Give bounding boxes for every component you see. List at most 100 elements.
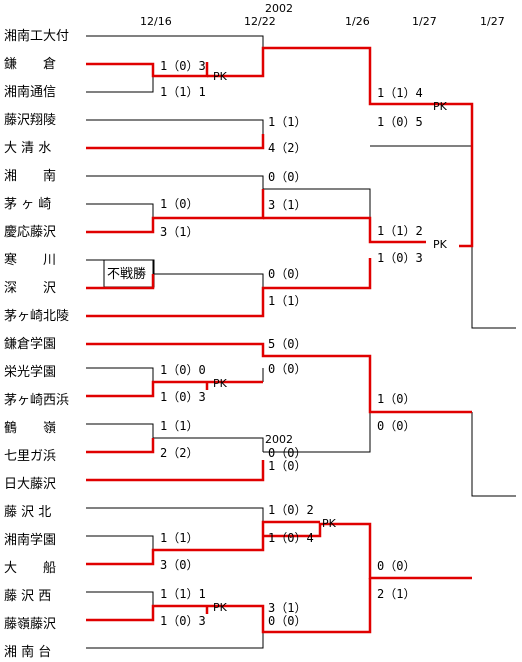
team-name: 茅ヶ崎西浜	[4, 393, 69, 408]
score-label: 1（0）3	[160, 390, 206, 404]
pk-label: PK	[213, 377, 228, 390]
score-label: 2（2）	[160, 446, 198, 460]
team-name: 大 船	[4, 561, 56, 576]
team-name: 栄光学園	[4, 364, 56, 380]
bracket-lines-win	[86, 46, 474, 634]
pk-label: PK	[213, 601, 228, 614]
team-list: 湘南工大付 鎌 倉 湘南通信 藤沢翔陵 大 清 水 湘 南 茅 ヶ 崎 慶応藤沢…	[4, 28, 69, 660]
team-name: 鎌 倉	[4, 57, 56, 72]
bracket-line	[86, 507, 264, 522]
score-label: 1（0）3	[160, 59, 206, 73]
pk-label: PK	[433, 100, 448, 113]
bracket-line	[153, 437, 264, 452]
score-label: 1（0）	[268, 459, 306, 473]
score-label: 1（1）2	[377, 224, 423, 238]
team-name: 湘 南	[4, 168, 56, 184]
winner-line	[86, 274, 155, 290]
team-name: 藤 沢 西	[4, 589, 51, 604]
winner-line	[263, 216, 426, 244]
bracket-line	[153, 273, 264, 288]
score-label: 3（1）	[268, 198, 306, 212]
score-label: 1（0）3	[377, 251, 423, 265]
winner-line	[86, 258, 372, 318]
winner-line	[86, 460, 265, 482]
bracket-line	[471, 412, 516, 497]
team-name: 七里ガ浜	[4, 449, 56, 464]
bracket-line	[370, 145, 473, 160]
score-label: 1（0）	[377, 392, 415, 406]
bracket-line	[86, 423, 154, 438]
team-name: 藤 沢 北	[4, 505, 51, 520]
score-label: 4（2）	[268, 141, 306, 155]
bracket-line	[86, 35, 264, 48]
score-label: 1（1）	[160, 531, 198, 545]
team-name: 日大藤沢	[4, 477, 56, 492]
bracket-line	[86, 119, 264, 134]
team-name: 寒 川	[4, 252, 56, 268]
pk-label: PK	[213, 70, 228, 83]
bracket-line	[86, 175, 264, 189]
pk-label: PK	[322, 517, 337, 530]
winner-line	[86, 342, 472, 414]
score-label: 1（0）0	[160, 363, 206, 377]
winner-line	[86, 520, 320, 566]
team-name: 藤嶺藤沢	[4, 617, 56, 632]
score-label: 0（0）	[268, 267, 306, 281]
team-name: 大 清 水	[4, 141, 51, 156]
walkover-label: 不戦勝	[107, 267, 146, 282]
score-label: 1（0）4	[268, 531, 314, 545]
header-year-top: 2002	[265, 2, 293, 15]
winner-line	[86, 62, 209, 78]
score-label: 1（1）4	[377, 86, 423, 100]
team-name: 湘南学園	[4, 532, 56, 548]
score-label: 0（0）	[268, 614, 306, 628]
team-name: 湘 南 台	[4, 644, 51, 660]
team-name: 茅 ヶ 崎	[4, 197, 51, 212]
winner-line	[86, 134, 265, 150]
bracket-line	[263, 188, 371, 230]
bracket-line	[86, 76, 154, 93]
bracket-line	[471, 160, 516, 329]
score-label: 1（1）1	[160, 587, 206, 601]
header-date-r4: 1/27	[412, 15, 437, 28]
bracket-line	[263, 47, 371, 92]
bracket-line	[86, 367, 154, 382]
score-label: 1（1）	[268, 294, 306, 308]
team-name: 湘南通信	[4, 84, 56, 100]
bracket-line	[263, 412, 371, 453]
team-name: 茅ヶ崎北陵	[4, 309, 69, 324]
team-name: 鶴 嶺	[4, 420, 56, 436]
score-label: 0（0）	[268, 446, 306, 460]
score-label: 0（0）	[377, 419, 415, 433]
score-label: 1（0）	[160, 197, 198, 211]
pk-label: PK	[433, 238, 448, 251]
score-label: 1（1）	[268, 115, 306, 129]
score-label: 1（0）3	[160, 614, 206, 628]
score-label: 0（0）	[268, 170, 306, 184]
score-label: 3（1）	[268, 601, 306, 615]
bracket-line	[86, 591, 154, 606]
header-date-r2: 12/22	[244, 15, 276, 28]
header-date-r1: 12/16	[140, 15, 172, 28]
winner-line	[86, 380, 263, 398]
score-label: 3（1）	[160, 225, 198, 239]
score-label: 0（0）	[268, 362, 306, 376]
header-date-r3: 1/26	[345, 15, 370, 28]
score-label: 1（1）1	[160, 85, 206, 99]
score-label: 3（0）	[160, 558, 198, 572]
score-label: 0（0）	[377, 559, 415, 573]
score-label: 1（0）5	[377, 115, 423, 129]
team-name: 深 沢	[4, 281, 56, 296]
score-label: 1（0）2	[268, 503, 314, 517]
winner-line	[263, 522, 472, 580]
winner-line	[86, 189, 265, 234]
score-labels: 1（0）3 PK 1（1）1 1（1） 4（2） 0（0） 1（0） 3（1） …	[107, 59, 448, 628]
bracket-line	[86, 203, 154, 218]
team-name: 藤沢翔陵	[4, 113, 56, 128]
team-name: 湘南工大付	[4, 28, 69, 44]
score-label: 2（1）	[377, 587, 415, 601]
winner-line	[207, 46, 474, 248]
team-name: 慶応藤沢	[4, 225, 56, 240]
